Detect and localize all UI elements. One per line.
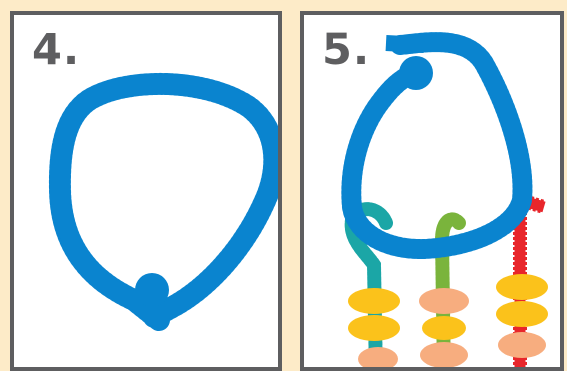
- bead-peach: [498, 332, 546, 358]
- bead-yellow: [348, 315, 400, 341]
- step-4-panel: 4.: [10, 11, 282, 371]
- cord-knot: [135, 273, 169, 307]
- cord-knot: [399, 56, 433, 90]
- step-4-illustration: [14, 15, 278, 367]
- step-5-panel: 5.: [300, 11, 564, 371]
- bead-yellow: [422, 316, 466, 340]
- step-5-illustration: [304, 15, 560, 367]
- bead-yellow: [348, 288, 400, 314]
- bead-yellow: [496, 274, 548, 300]
- bead-peach: [419, 288, 469, 314]
- bead-peach: [358, 347, 398, 367]
- bead-yellow: [496, 301, 548, 327]
- bead-peach: [420, 342, 468, 367]
